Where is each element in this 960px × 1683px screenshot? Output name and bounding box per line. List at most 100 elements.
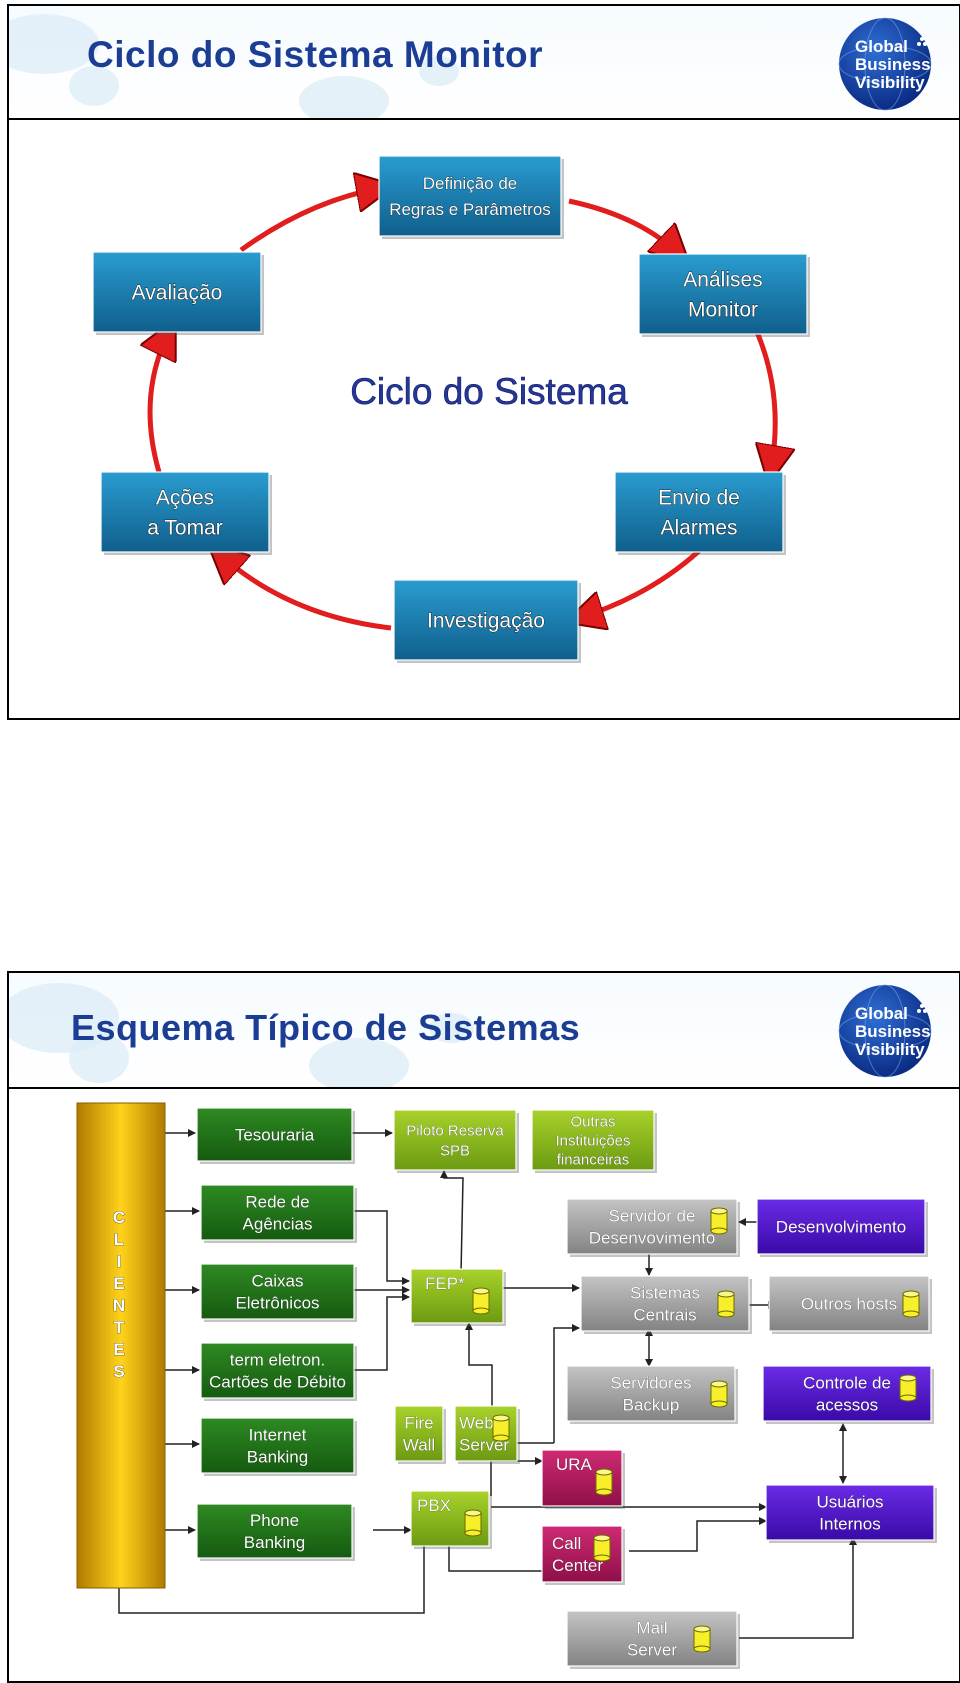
- box-label-line: Controle de: [803, 1373, 891, 1392]
- box-label-line: Desenvovimento: [589, 1228, 716, 1247]
- conn-callcenter-usuarios: [629, 1517, 767, 1552]
- box-label-line: acessos: [816, 1395, 878, 1414]
- box-label-line: Centrais: [633, 1305, 696, 1324]
- box-label-line: FEP*: [425, 1274, 465, 1293]
- box-label-line: Servidores: [610, 1373, 691, 1392]
- arrow-investigacao-to-acoes: [219, 554, 392, 631]
- page-title: Esquema Típico de Sistemas: [71, 1007, 581, 1048]
- decor-bubble: [69, 1033, 129, 1083]
- conn-term-fep: [354, 1293, 410, 1371]
- box-avaliacao: Avaliação: [92, 251, 264, 335]
- box-label-line: Usuários: [816, 1492, 883, 1511]
- clientes-letter: E: [113, 1340, 124, 1359]
- box-label-line: Definição de: [423, 174, 518, 193]
- box-label-line: Análises: [683, 268, 762, 291]
- box-label-line: Internet: [249, 1425, 307, 1444]
- conn-pbx-ura: [490, 1457, 543, 1496]
- box-label-line: Fire: [404, 1413, 433, 1432]
- box-label-line: Regras e Parâmetros: [389, 200, 551, 219]
- box-label-line: financeiras: [557, 1151, 630, 1168]
- cycle-diagram: Definição de Regras e ParâmetrosAnálisesM…: [92, 155, 810, 663]
- box-label-line: Mail: [636, 1618, 667, 1637]
- conn-mail-usuarios: [739, 1537, 857, 1639]
- box-label-line: Eletrônicos: [235, 1293, 319, 1312]
- decor-bubble: [299, 76, 389, 118]
- box-servidor_dev: Servidor de Desenvovimento: [566, 1198, 740, 1257]
- global-business-visibility-logo: Global Business Visibility: [835, 981, 947, 1081]
- database-icon: [710, 1380, 728, 1408]
- box-rede: Rede de Agências: [200, 1184, 357, 1243]
- cycle-center-label: Ciclo do Sistema: [350, 371, 628, 412]
- box-label-line: Outras: [570, 1113, 615, 1130]
- box-fep: FEP*: [410, 1268, 506, 1326]
- global-business-visibility-logo: Global Business Visibility: [835, 14, 947, 114]
- box-envio: Envio de Alarmes: [614, 471, 786, 555]
- svg-text:Business: Business: [855, 55, 931, 74]
- decor-bubble: [309, 1038, 409, 1087]
- svg-text:Business: Business: [855, 1022, 931, 1041]
- box-label-line: Envio de: [658, 486, 740, 509]
- decor-bubble: [69, 66, 119, 106]
- box-tesouraria: Tesouraria: [196, 1107, 355, 1164]
- arrow-analises-to-envio: [757, 331, 775, 470]
- box-term: term eletron.Cartões de Débito: [200, 1342, 357, 1401]
- conn-pbx-clientes: [115, 1539, 425, 1614]
- box-label-line: Instituições: [555, 1132, 630, 1149]
- svg-text:Global: Global: [855, 1004, 908, 1023]
- clientes-letter: L: [114, 1230, 124, 1249]
- database-icon: [472, 1287, 490, 1315]
- box-label-line: Agências: [243, 1214, 313, 1233]
- box-desenvolvimento: Desenvolvimento: [756, 1198, 928, 1257]
- box-label-line: Web: [459, 1413, 494, 1432]
- box-controle: Controle de acessos: [762, 1365, 934, 1424]
- box-label-line: Desenvolvimento: [776, 1217, 906, 1236]
- box-label-line: Investigação: [427, 609, 545, 632]
- arrow-definicao-to-analises: [568, 198, 679, 254]
- box-label-line: Server: [627, 1640, 677, 1659]
- box-label-line: Backup: [623, 1395, 680, 1414]
- box-label-line: Rede de: [245, 1192, 309, 1211]
- slide-header: Esquema Típico de Sistemas Global Busine…: [9, 973, 959, 1089]
- database-icon: [595, 1468, 613, 1496]
- slide-esquema-sistemas: Esquema Típico de Sistemas Global Busine…: [7, 971, 960, 1683]
- box-label-line: Call: [552, 1534, 581, 1553]
- box-label-line: Cartões de Débito: [209, 1372, 346, 1391]
- box-ura: URA: [541, 1449, 625, 1509]
- box-investigacao: Investigação: [393, 579, 581, 663]
- decor-bubble: [9, 14, 99, 74]
- box-label-line: Tesouraria: [235, 1125, 315, 1144]
- conn-rede-fep: [354, 1210, 410, 1285]
- database-icon: [717, 1290, 735, 1318]
- box-label-line: Servidor de: [609, 1206, 696, 1225]
- clientes-letter: S: [113, 1362, 124, 1381]
- box-label-line: Banking: [247, 1447, 308, 1466]
- clientes-letter: E: [113, 1274, 124, 1293]
- conn-web-fep: [465, 1322, 493, 1410]
- box-label-line: Sistemas: [630, 1283, 700, 1302]
- box-label-line: Center: [552, 1556, 603, 1575]
- conn-pbx-callcenter: [448, 1539, 542, 1572]
- box-label-line: Banking: [244, 1533, 305, 1552]
- decor-bubble: [419, 56, 459, 86]
- database-icon: [464, 1509, 482, 1537]
- database-icon: [902, 1290, 920, 1318]
- cycle-arrows: [150, 188, 775, 628]
- conn-fep-piloto: [440, 1170, 464, 1274]
- box-label-line: Ações: [156, 486, 214, 509]
- box-label-line: Alarmes: [660, 516, 737, 539]
